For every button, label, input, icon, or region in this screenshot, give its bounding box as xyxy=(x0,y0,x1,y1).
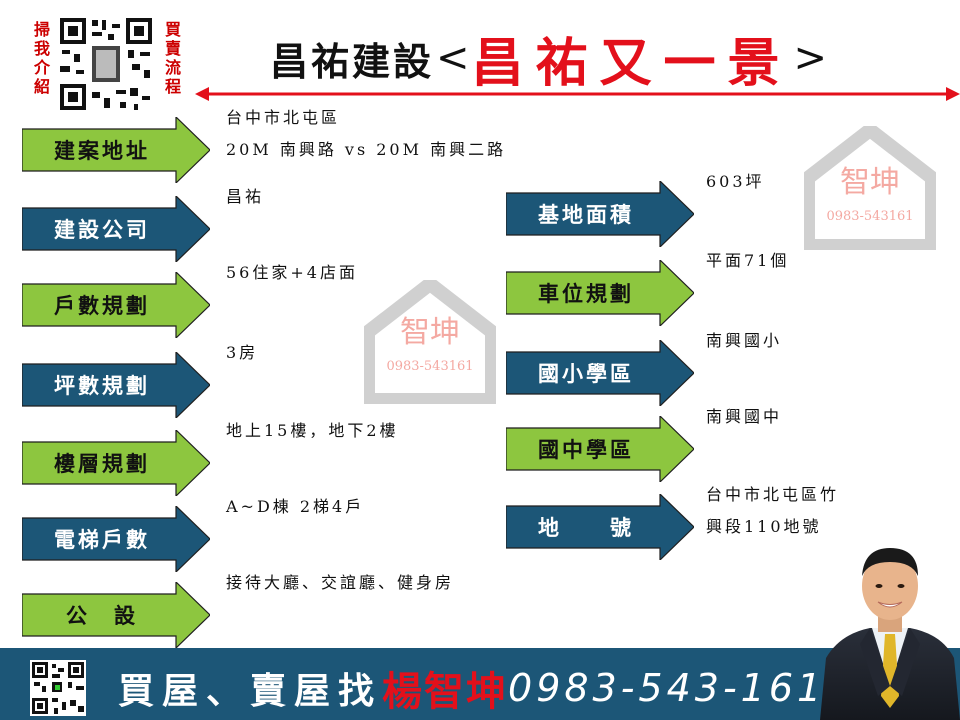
left-arrow-4: 坪數規劃 xyxy=(22,352,210,418)
field-value: 地上15樓，地下2樓 xyxy=(226,421,399,440)
watermark-logo-center: 智坤 0983-543161 xyxy=(364,280,496,404)
field-label: 建設公司 xyxy=(54,217,150,242)
field-label: 基地面積 xyxy=(538,202,634,227)
scan-intro-vertical-text: 掃我介紹 xyxy=(33,20,50,96)
field-value: 平面71個 xyxy=(706,251,790,270)
agent-portrait xyxy=(820,548,960,720)
left-arrow-3: 戶數規劃 xyxy=(22,272,210,338)
slogan-text: 買屋、賣屋找 xyxy=(118,670,383,712)
agent-name: 楊智坤 xyxy=(382,668,509,715)
field-value: 603坪 xyxy=(706,172,765,191)
title-bracket-open: < xyxy=(436,35,470,81)
qr-code-bottom[interactable] xyxy=(30,660,86,716)
red-double-arrow-line xyxy=(195,87,960,101)
field-value: 56住家+4店面 xyxy=(226,263,358,282)
trade-process-vertical-text: 買賣流程 xyxy=(164,20,181,96)
left-arrow-7: 公 設 xyxy=(22,582,210,648)
qr-code-icon xyxy=(30,660,86,716)
field-value: 台中市北屯區 xyxy=(226,108,341,127)
field-value: 接待大廳、交誼廳、健身房 xyxy=(226,573,455,592)
title-bracket-close: > xyxy=(793,35,828,81)
left-arrow-5: 樓層規劃 xyxy=(22,430,210,496)
field-value: 20M 南興路 vs 20M 南興二路 xyxy=(226,140,507,159)
field-label: 電梯戶數 xyxy=(54,527,150,552)
field-label: 建案地址 xyxy=(54,138,150,163)
left-arrow-2: 建設公司 xyxy=(22,196,210,262)
watermark-phone: 0983-543161 xyxy=(386,359,473,374)
field-label: 公 設 xyxy=(66,603,138,628)
field-value: 昌祐 xyxy=(226,187,265,206)
field-label: 地 號 xyxy=(538,515,634,540)
watermark-name: 智坤 xyxy=(400,315,460,350)
right-arrow-5: 地 號 xyxy=(506,494,694,560)
footer-bar xyxy=(0,648,960,720)
field-label: 戶數規劃 xyxy=(54,293,150,318)
page-title: 昌祐建設 < 昌祐又一景 > xyxy=(270,28,829,94)
watermark-logo-top-right: 智坤 0983-543161 xyxy=(804,126,936,250)
project-name: 昌祐又一景 xyxy=(471,32,792,94)
field-value: 南興國小 xyxy=(706,331,783,350)
field-value: 興段110地號 xyxy=(706,517,822,536)
right-arrow-3: 國小學區 xyxy=(506,340,694,406)
field-label: 樓層規劃 xyxy=(54,451,150,476)
field-label: 國中學區 xyxy=(538,437,634,462)
right-arrow-2: 車位規劃 xyxy=(506,260,694,326)
footer-slogan: 買屋、賣屋找 楊智坤 0983-543-161 xyxy=(118,660,825,716)
watermark-name: 智坤 xyxy=(840,165,900,200)
field-label: 坪數規劃 xyxy=(54,373,150,398)
field-value: A~D棟 2梯4戶 xyxy=(226,497,365,516)
right-arrow-4: 國中學區 xyxy=(506,416,694,482)
field-value: 3房 xyxy=(226,343,259,362)
left-arrow-6: 電梯戶數 xyxy=(22,506,210,572)
field-value: 南興國中 xyxy=(706,407,783,426)
qr-code-top[interactable] xyxy=(58,16,154,112)
field-value: 台中市北屯區竹 xyxy=(706,485,840,504)
left-arrow-1: 建案地址 xyxy=(22,117,210,183)
field-label: 車位規劃 xyxy=(538,281,634,306)
right-arrow-1: 基地面積 xyxy=(506,181,694,247)
agent-phone[interactable]: 0983-543-161 xyxy=(508,666,826,710)
qr-code-icon xyxy=(58,16,154,112)
builder-name: 昌祐建設 xyxy=(270,38,435,84)
watermark-phone: 0983-543161 xyxy=(826,209,913,224)
field-label: 國小學區 xyxy=(538,361,634,386)
